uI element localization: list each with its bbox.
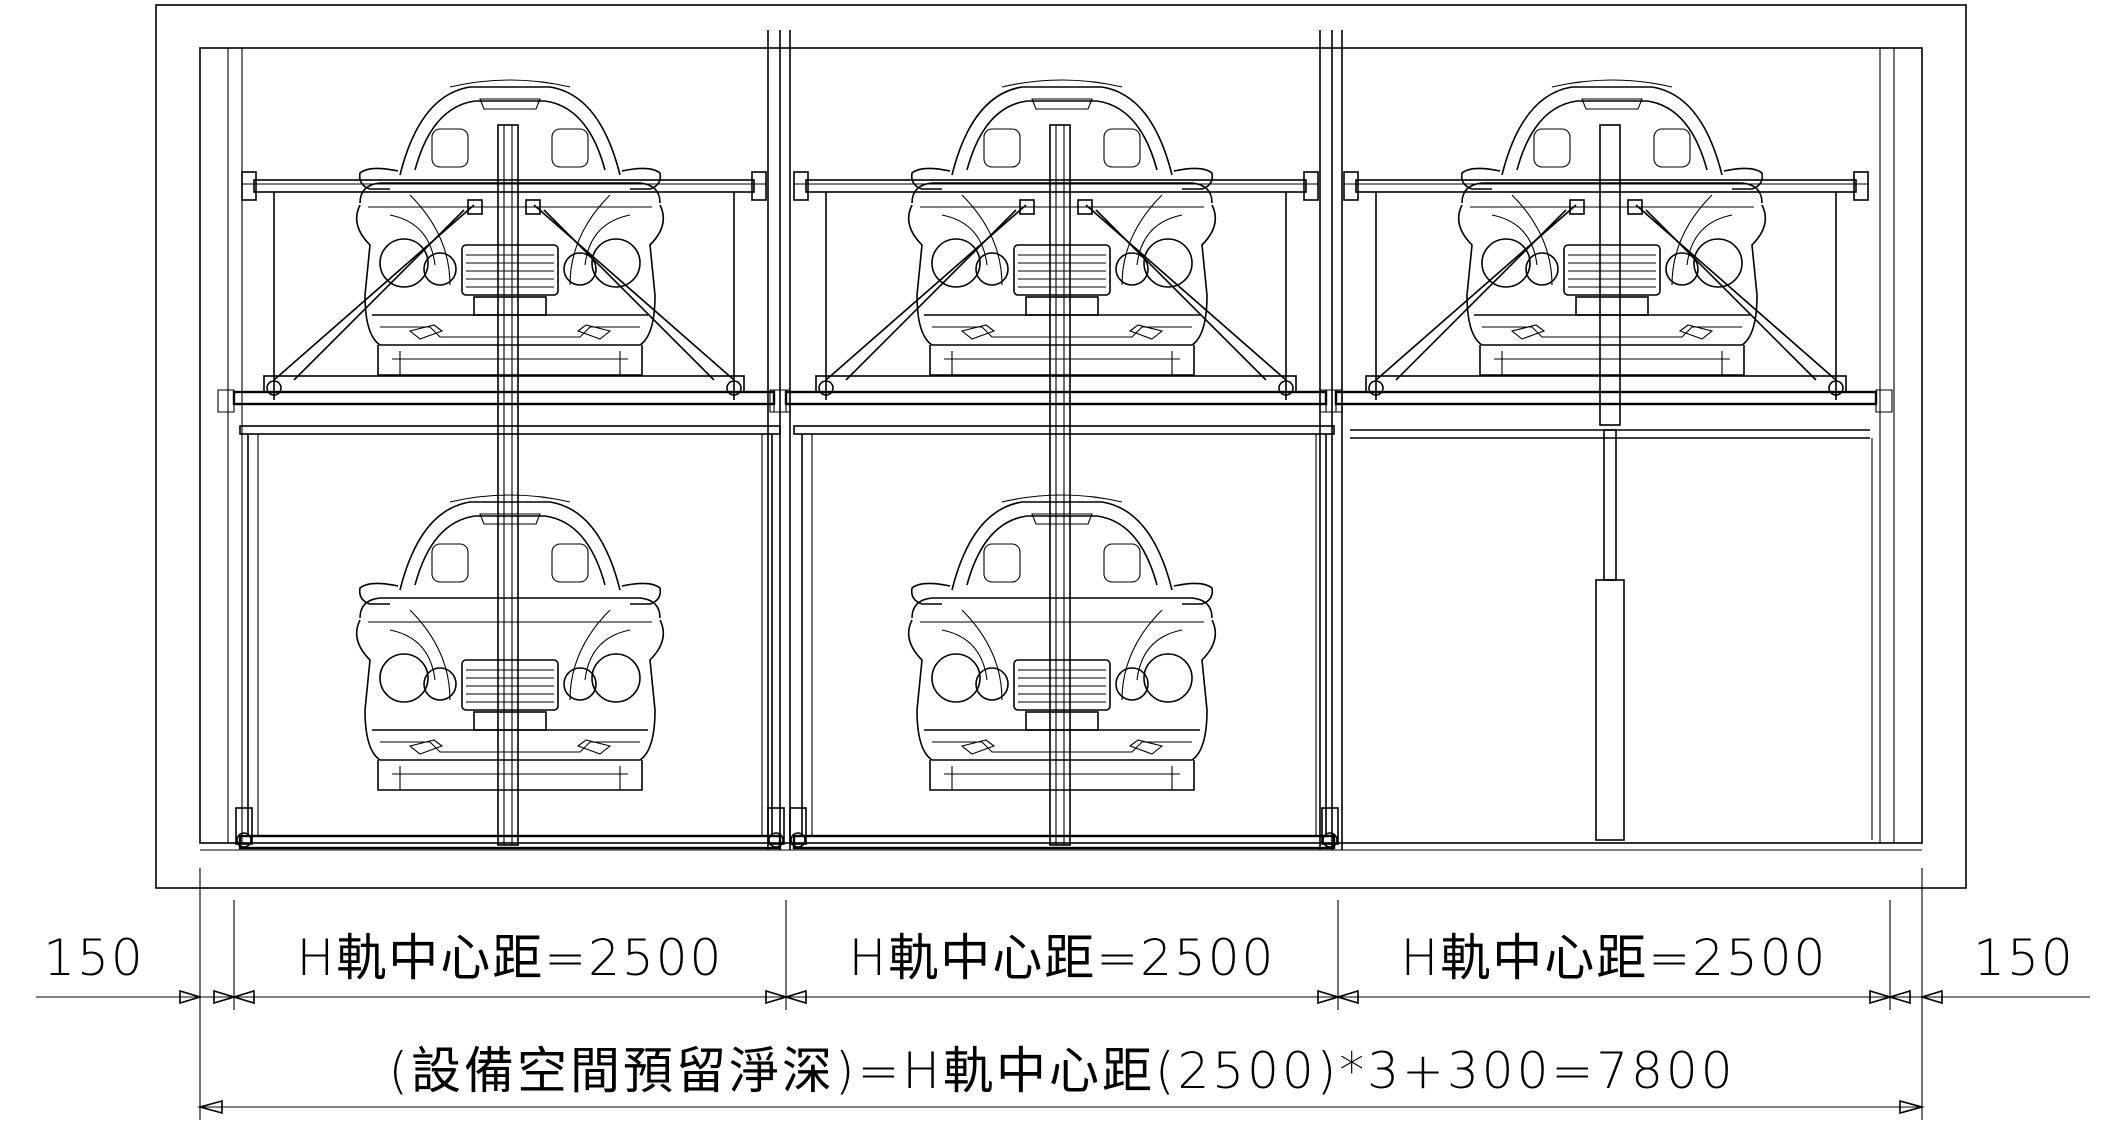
dimension-lines xyxy=(36,868,2090,1120)
dim-total: (設備空間預留淨深)=H軌中心距(2500)*3+300=7800 xyxy=(388,1042,1735,1100)
lift-post-2 xyxy=(1049,124,1071,846)
dim-bay-3: H軌中心距=2500 xyxy=(1401,929,1828,987)
upper-pallet-3 xyxy=(1318,170,1894,414)
lift-post-3 xyxy=(1595,124,1625,841)
structure-frame xyxy=(199,30,1923,851)
dim-bay-1: H軌中心距=2500 xyxy=(297,929,724,987)
lower-empty-bay xyxy=(1350,429,1873,840)
dim-right-margin: 150 xyxy=(1973,929,2074,987)
car-lower-1 xyxy=(355,494,665,791)
dim-bay-2: H軌中心距=2500 xyxy=(849,929,1276,987)
lower-pallet-1 xyxy=(234,424,786,850)
room-outline xyxy=(155,4,1967,889)
dim-left-margin: 150 xyxy=(43,929,144,987)
car-lower-2 xyxy=(907,494,1217,791)
lift-post-1 xyxy=(497,124,519,846)
